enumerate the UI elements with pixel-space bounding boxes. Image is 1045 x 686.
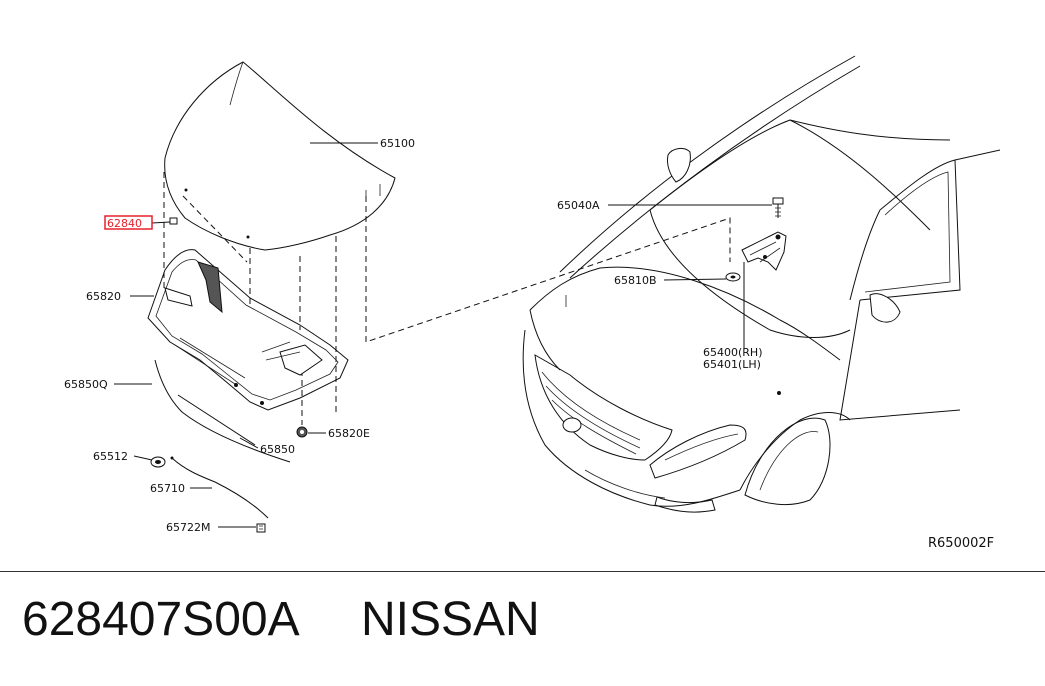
cable-clip bbox=[256, 523, 266, 533]
label-65710: 65710 bbox=[150, 482, 185, 495]
washer bbox=[725, 272, 741, 282]
label-65820e: 65820E bbox=[328, 427, 370, 440]
label-65100: 65100 bbox=[380, 137, 415, 150]
label-62840: 62840 bbox=[107, 217, 142, 230]
label-65810b: 65810B bbox=[614, 274, 657, 287]
vehicle-outline bbox=[522, 55, 1001, 513]
reference-code: R650002F bbox=[928, 536, 994, 551]
divider bbox=[0, 571, 1045, 572]
footer: 628407S00A NISSAN bbox=[22, 596, 540, 666]
grommet bbox=[150, 456, 166, 468]
clip-e bbox=[296, 426, 308, 438]
hood-hinge bbox=[741, 231, 787, 271]
bolt bbox=[772, 197, 784, 218]
hood-insulator bbox=[147, 249, 349, 411]
seal bbox=[177, 394, 256, 446]
parts-diagram: 65100 62840 65820 65850Q 65850 65820E 65… bbox=[64, 55, 1001, 551]
label-65722m: 65722M bbox=[166, 521, 210, 534]
release-cable bbox=[170, 456, 269, 519]
label-65512: 65512 bbox=[93, 450, 128, 463]
hood-guide-lines bbox=[163, 172, 731, 425]
label-65850: 65850 bbox=[260, 443, 295, 456]
label-65850q: 65850Q bbox=[64, 378, 108, 391]
label-65401lh: 65401(LH) bbox=[703, 358, 761, 371]
leader-lines bbox=[114, 142, 772, 528]
hood-panel bbox=[164, 61, 396, 251]
part-labels: 65100 62840 65820 65850Q 65850 65820E 65… bbox=[64, 137, 994, 551]
label-65400rh: 65400(RH) bbox=[703, 346, 763, 359]
part-number: 628407S00A bbox=[22, 593, 300, 646]
brand-name: NISSAN bbox=[360, 593, 540, 646]
label-65820: 65820 bbox=[86, 290, 121, 303]
label-65040a: 65040A bbox=[557, 199, 600, 212]
seal-q bbox=[154, 359, 291, 463]
highlight-box bbox=[104, 215, 153, 230]
small-clip-part bbox=[169, 217, 178, 225]
